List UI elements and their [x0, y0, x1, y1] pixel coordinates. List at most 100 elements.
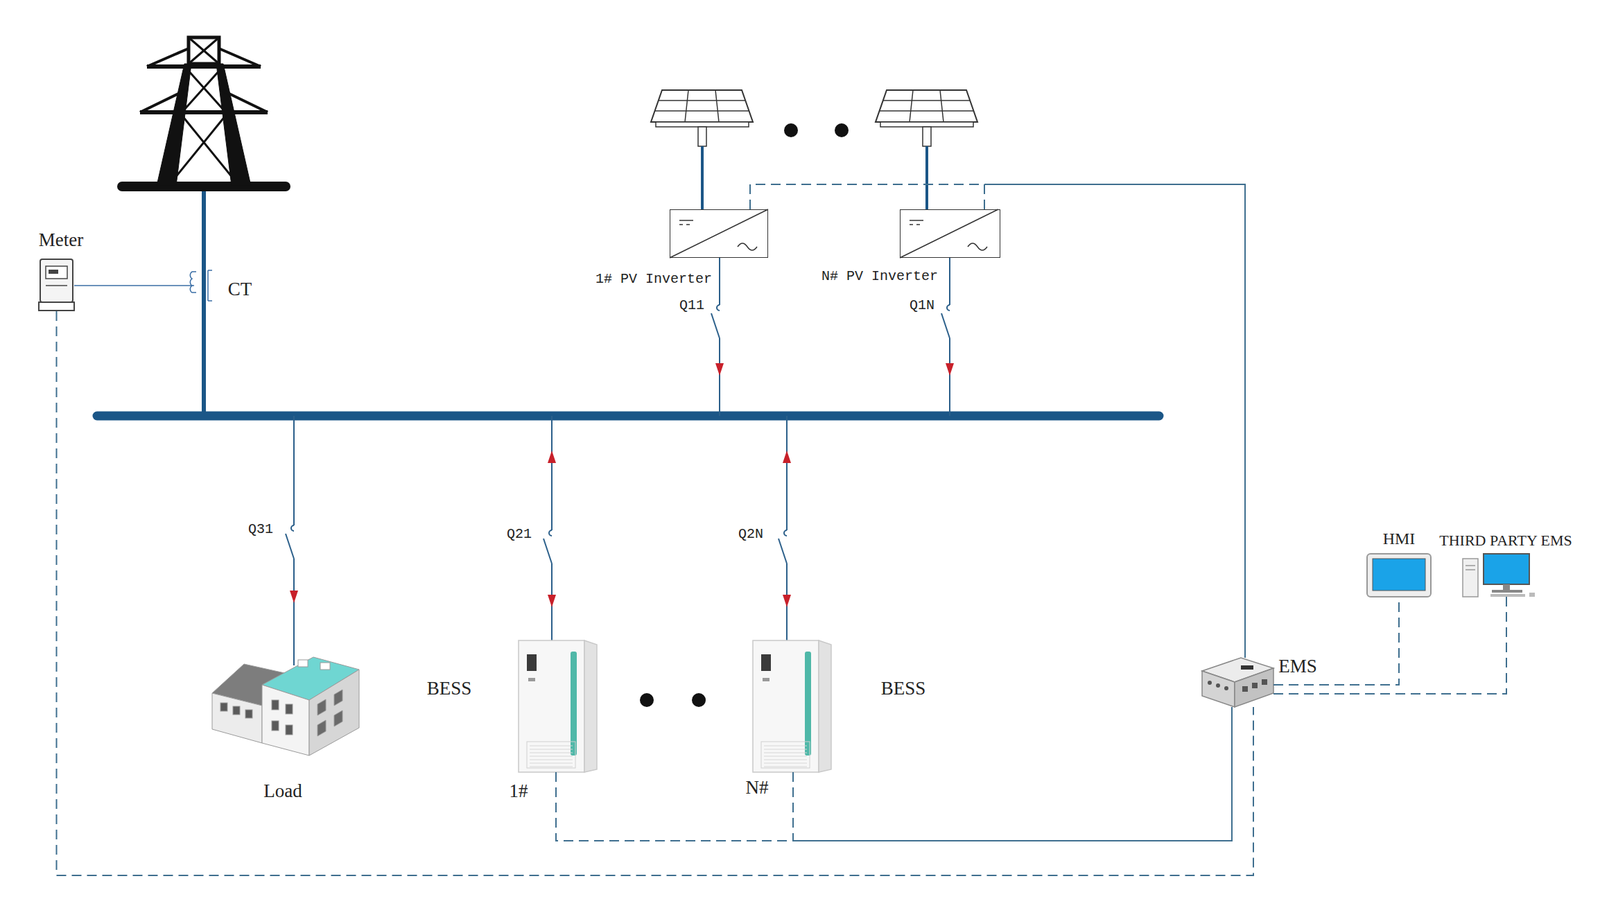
third-party-pc [1465, 564, 1476, 567]
node-label: BESS [881, 678, 927, 700]
node-label: Load [263, 781, 302, 803]
node-label: THIRD PARTY EMS [1439, 532, 1572, 550]
bess-cabinet [518, 640, 832, 773]
hmi-node: HMI [1367, 553, 1431, 597]
comm-link [984, 184, 1246, 658]
power-branch [291, 525, 294, 532]
meter-node: Meter [38, 257, 75, 312]
node-label: N# [745, 777, 769, 799]
ems-controller [1240, 665, 1254, 670]
load-building [317, 720, 326, 737]
load-building [271, 720, 279, 731]
meter-icon [45, 266, 68, 279]
meter-icon [38, 302, 75, 311]
transmission-tower [216, 63, 251, 186]
power-branch [946, 305, 950, 311]
load-building [212, 657, 360, 756]
grid-feeder [207, 269, 213, 272]
power-branch [285, 257, 950, 666]
inverter-symbol [899, 209, 999, 258]
node-label: EMS [1278, 656, 1318, 678]
comm-link [1273, 596, 1399, 685]
ems-controller [1215, 683, 1221, 688]
transmission-tower [156, 63, 192, 186]
node-label: BESS [427, 678, 473, 700]
node-label: HMI [1383, 529, 1416, 548]
power-flow-arrow [547, 450, 556, 464]
transmission-tower [171, 115, 226, 182]
breaker-label: Q21 [506, 526, 532, 543]
power-branch [543, 538, 552, 564]
load-building [285, 725, 293, 735]
third-party-pc [1462, 558, 1478, 597]
power-flow-arrow [715, 363, 724, 376]
node-label: 1# PV Inverter [595, 271, 712, 288]
power-flow-arrow [289, 590, 299, 604]
grid-feeder [201, 191, 206, 416]
meter-icon [45, 284, 68, 287]
third-party-pc [1502, 584, 1510, 590]
hmi-tablet [1367, 553, 1431, 597]
transmission-tower [140, 110, 268, 115]
third-party-ems-node: THIRD PARTY EMS [1462, 553, 1536, 597]
power-branch [949, 338, 951, 416]
load-building [271, 700, 279, 710]
load-building [317, 699, 326, 716]
ems-controller [1202, 657, 1274, 708]
comm-link [555, 707, 1232, 841]
ems-controller [1202, 671, 1235, 708]
grid-feeder [207, 300, 213, 302]
hmi-tablet [1372, 558, 1426, 591]
bess-cabinet [518, 640, 597, 773]
comm-link [56, 311, 1255, 876]
power-branch [716, 305, 720, 311]
power-flow-arrow [782, 450, 791, 464]
pv-array [650, 90, 753, 210]
pv-array [784, 123, 798, 138]
node-label: Meter [38, 230, 84, 251]
transmission-tower [181, 115, 236, 182]
ems-controller [1224, 686, 1229, 691]
load-building [262, 684, 310, 756]
power-branch [549, 530, 552, 536]
transmission-tower [219, 48, 261, 67]
power-flow-arrow [945, 363, 954, 376]
load-building [298, 659, 308, 667]
ems-controller [1207, 680, 1212, 685]
ems-controller [1251, 682, 1258, 689]
inverter-box: N# PV Inverter [899, 209, 1001, 258]
inverter-symbol [669, 209, 1001, 258]
ems-controller [1242, 686, 1248, 692]
power-flow-arrow [289, 363, 954, 608]
load-building [245, 709, 253, 719]
transmission-tower [184, 69, 221, 110]
power-branch [285, 533, 294, 559]
meter-icon [38, 259, 75, 311]
power-branch [949, 257, 951, 306]
power-branch [293, 558, 295, 666]
meter-icon [40, 259, 73, 303]
bess-cabinet [639, 693, 654, 708]
inverter-symbol [669, 209, 769, 258]
pv-array [834, 123, 849, 138]
third-party-pc [1465, 569, 1476, 571]
grid-feeder [207, 270, 209, 301]
grid-feeder [74, 284, 195, 287]
load-building [212, 693, 263, 744]
power-branch [778, 538, 787, 564]
ems-controller [1261, 679, 1268, 685]
bess-node: BESS1# [518, 640, 597, 773]
inverter-symbol [899, 209, 1001, 258]
bess-node: BESSN# [752, 640, 832, 773]
load-building [309, 669, 360, 756]
transmission-tower [140, 90, 186, 113]
power-branch [711, 313, 720, 339]
grid-feeder [189, 271, 197, 293]
ems-controller [1234, 668, 1274, 708]
breaker-label: Q11 [679, 298, 705, 314]
meter-icon [48, 269, 59, 274]
load-building [232, 706, 240, 715]
